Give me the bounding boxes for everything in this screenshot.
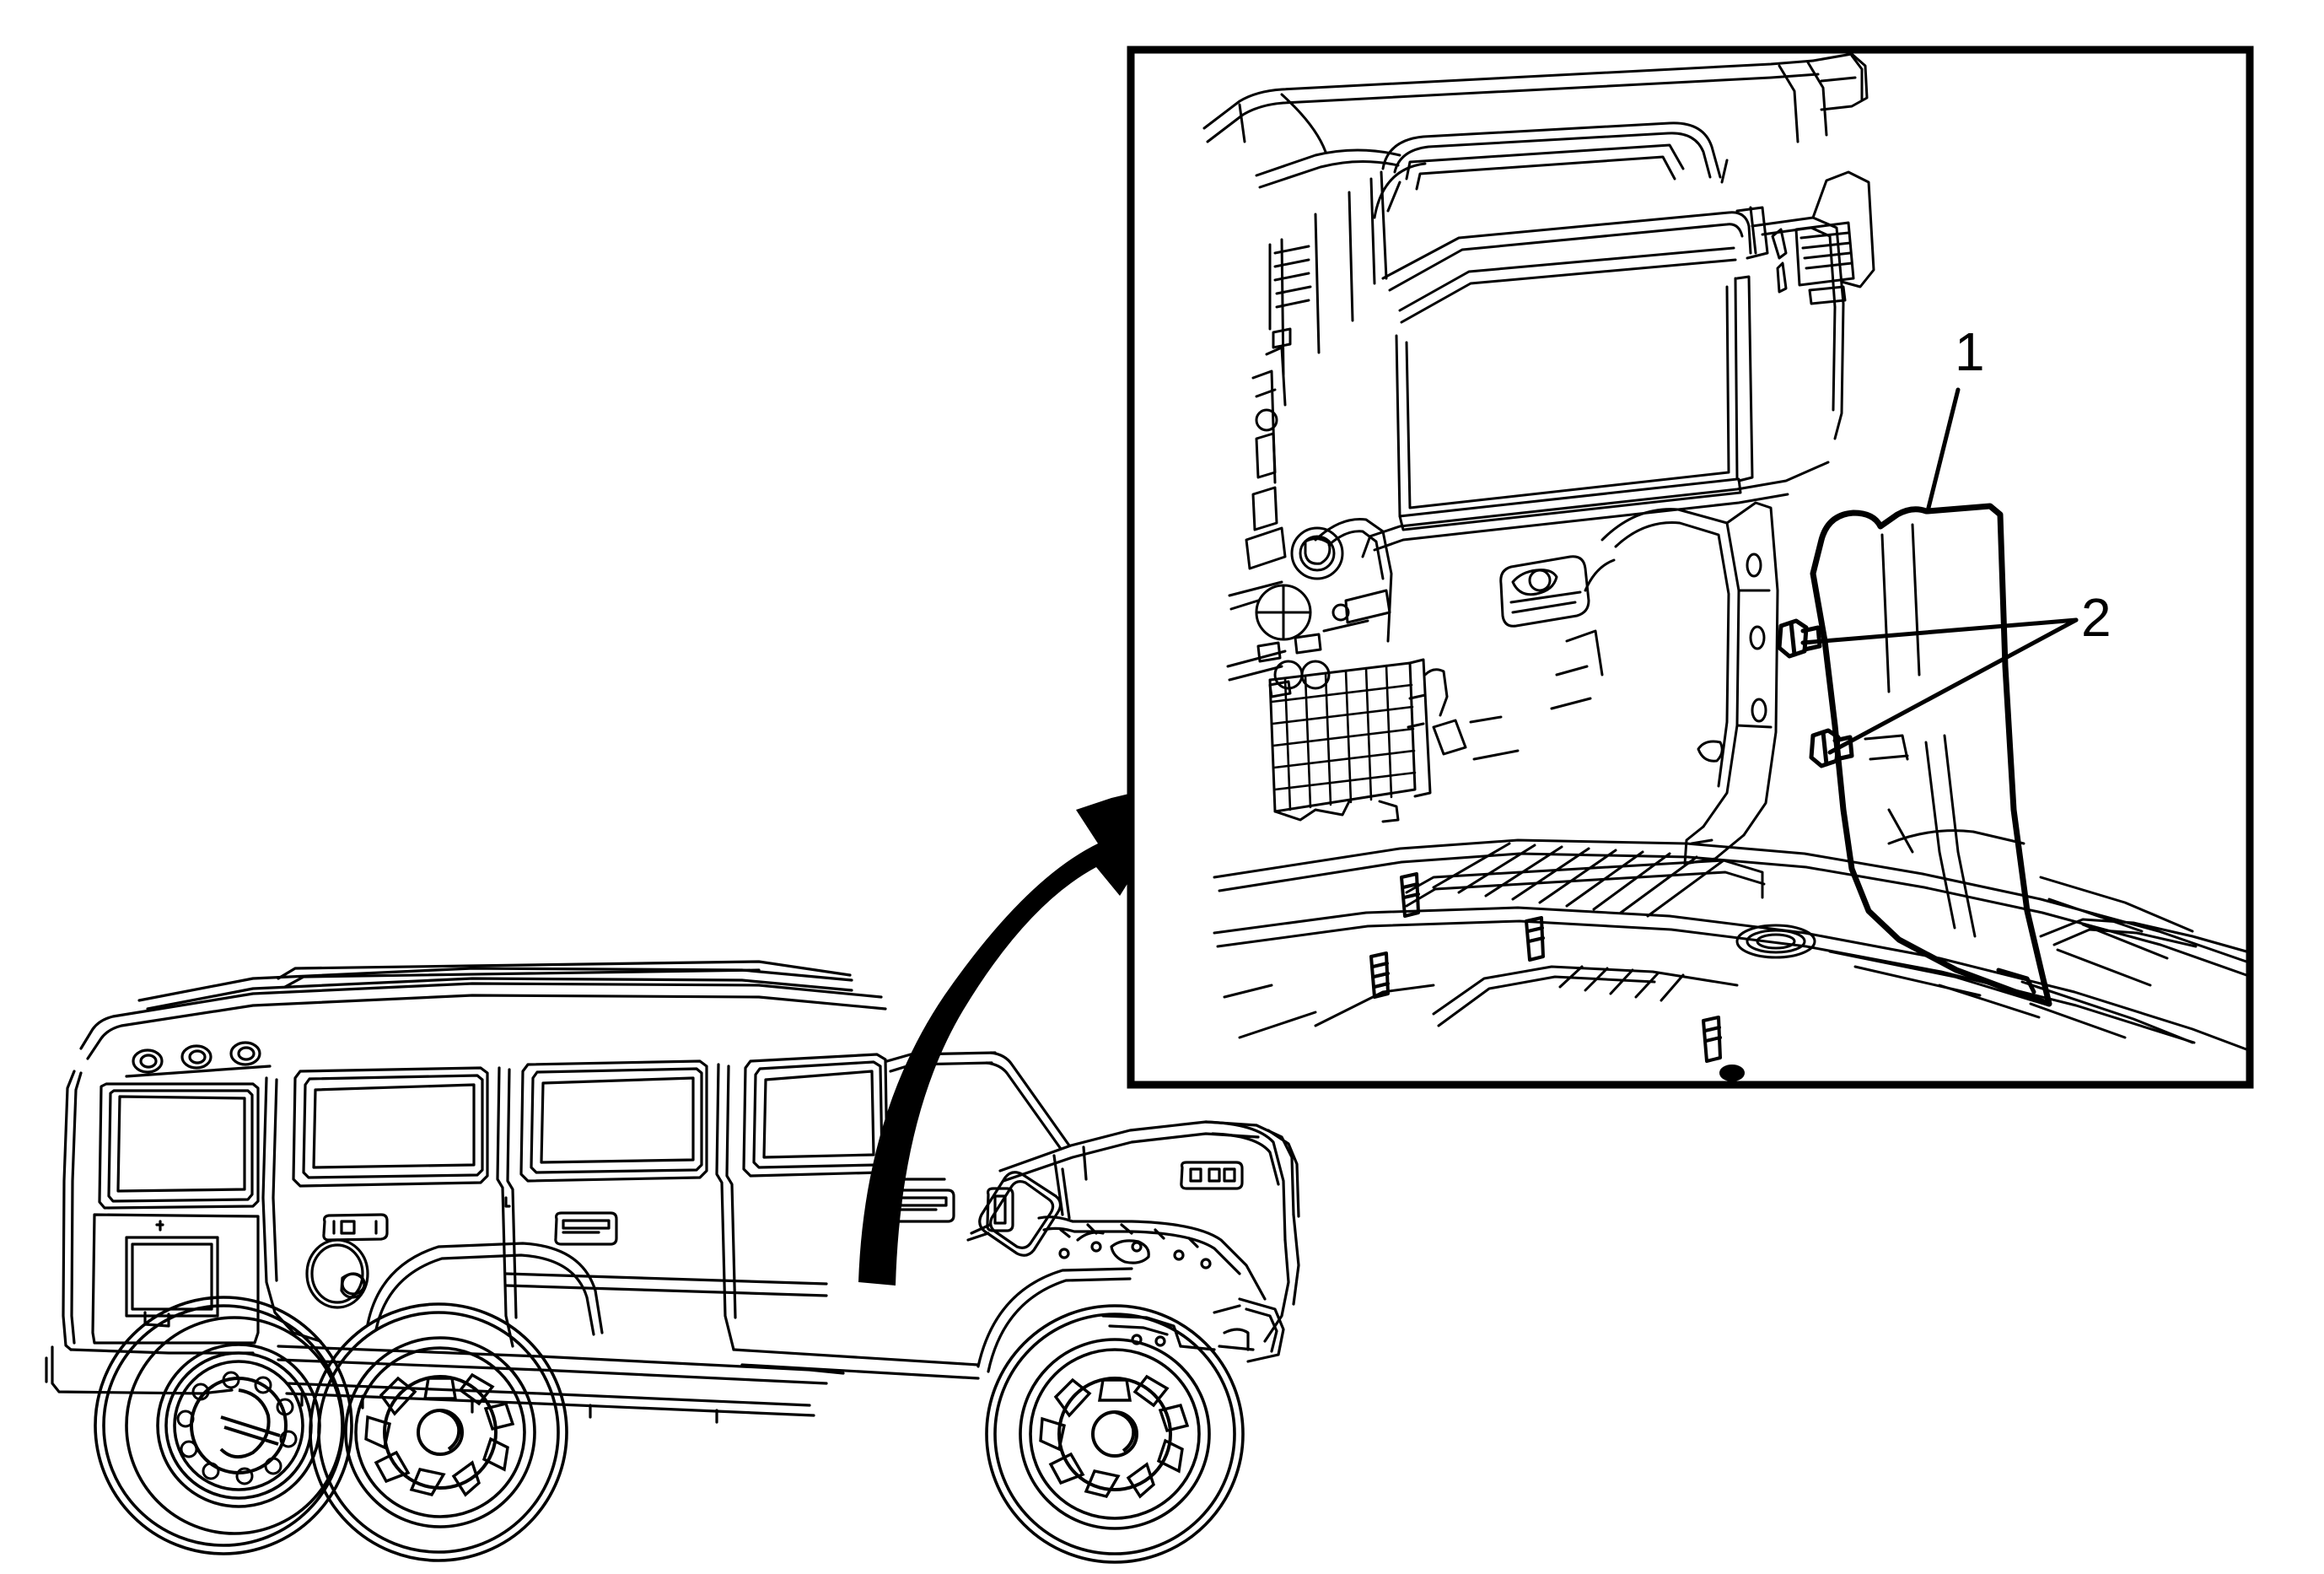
leader-line-2a: [1800, 617, 2079, 645]
leader-line-1: [1925, 387, 1961, 514]
callout-number-1: 1: [1955, 321, 1985, 382]
callout-number-2: 2: [2081, 587, 2112, 648]
leader-line-2b: [1827, 617, 2079, 755]
